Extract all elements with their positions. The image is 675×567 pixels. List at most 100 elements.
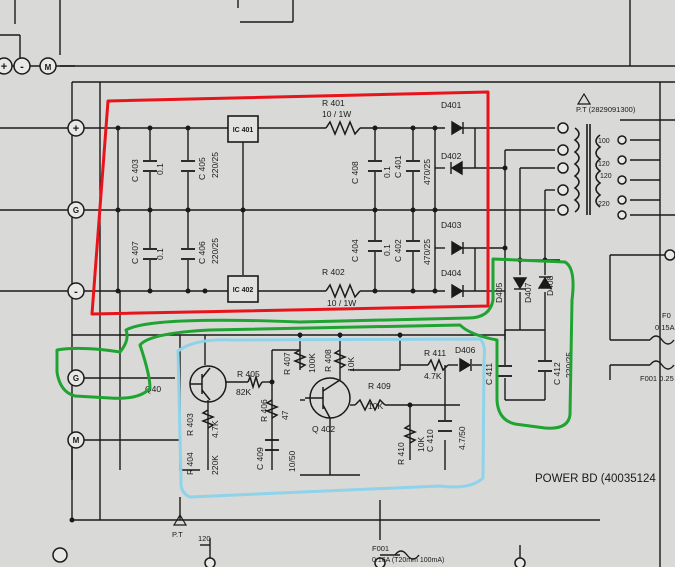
transformer-tap: 120 [600,173,612,180]
c410-label: C 410 [425,429,435,452]
c409-value: 10/50 [287,450,297,472]
c403-label: C 403 [130,159,140,182]
diode-d408 [512,277,528,290]
r401-label: R 401 [322,98,345,108]
terminal-transformer [617,195,627,205]
resistor-r403 [200,409,216,429]
terminal-label: + [73,123,79,135]
fuse-f001-label: F001 [372,544,389,553]
terminal-g [67,201,85,219]
component-labels: R 401 10 / 1W R 402 10 / 1W R 405 82K R … [130,98,675,564]
power-transformer [573,124,602,215]
c401-value: 470/25 [422,159,432,185]
terminal-g-low [67,369,85,387]
connector-terminals [0,57,675,567]
highlight-red-box [90,90,490,316]
terminal-transformer [557,144,569,156]
terminal-m-top [39,57,57,75]
terminal-label: M [45,63,52,72]
terminal-right-edge [664,249,675,261]
c412-label: C 412 [552,362,562,385]
terminal-bottom [374,557,386,567]
r405-label: R 405 [237,369,260,379]
r407-label: R 407 [282,352,292,375]
c408-label: C 408 [350,161,360,184]
c404-value: 0.1 [382,244,392,256]
board-label: POWER BD (40035124 [535,473,656,485]
terminal-minus-top [13,57,31,75]
c401-label: C 401 [393,155,403,178]
fuse-top [649,335,675,345]
d402-label: D402 [441,151,462,161]
r404-label: R 404 [185,452,195,475]
ic-401: IC 401 [227,115,259,143]
transformer-tap: 220 [598,201,610,208]
r401-value: 10 / 1W [322,109,351,119]
fuse-f001 [649,360,675,370]
terminal-transformer [617,175,627,185]
terminal-transformer [557,204,569,216]
transformer-tap: 100 [598,138,610,145]
capacitor-symbols [143,160,552,451]
c403-value: 0.1 [155,163,165,175]
c406-value: 220/25 [210,238,220,264]
r411-value: 4.7K [424,371,442,381]
resistor-r406 [264,399,280,419]
terminal-m-low [67,431,85,449]
r408-label: R 408 [323,349,333,372]
highlight-cyan-box [176,337,486,499]
diode-d404 [451,283,464,299]
diode-d401 [451,120,464,136]
d404-label: D404 [441,268,462,278]
resistor-r411 [427,357,449,373]
diode-d406 [459,357,472,373]
terminal-transformer [617,210,627,220]
fuse-symbols [394,335,675,560]
d408-label: D408 [545,275,555,296]
d406-label: D406 [455,345,476,355]
r404-value: 220K [210,455,220,475]
terminal-label: - [74,286,78,298]
r406-value: 47 [280,410,290,420]
highlight-annotations [55,90,575,499]
fuse-f001-rating: 0.16A (T20mm 100mA) [372,557,444,564]
r411-label: R 411 [424,348,446,358]
q401-label: Q40 [145,384,161,394]
transformer-label: P.T (2829091300) [576,105,636,114]
c410-value: 4.7/50 [457,426,467,450]
resistor-r408 [332,349,348,369]
transformer-tap: 120 [598,161,610,168]
terminal-symbols: + - M + G - G M [1,61,80,445]
terminal-transformer [557,122,569,134]
resistor-r410 [402,424,418,444]
r409-value: 10K [368,401,383,411]
highlight-green-outline [55,257,575,430]
transistor-q402 [305,377,351,419]
resistor-r401 [325,120,361,136]
terminal-bottom [52,547,68,563]
transformer-bottom-tap: 120 [198,534,211,543]
r405-value: 82K [236,387,251,397]
r406-label: R 406 [259,399,269,422]
resistor-r409 [354,398,386,412]
junction-dots [69,125,548,523]
ic-401-label: IC 401 [233,127,254,134]
c411-label: C 411 [484,363,494,385]
terminal-label: M [73,436,80,445]
c407-value: 0.1 [155,248,165,260]
terminal-bottom [514,557,526,567]
diode-d403 [451,240,464,256]
c405-value: 220/25 [210,152,220,178]
c409-label: C 409 [255,447,265,470]
r402-value: 10 / 1W [327,298,356,308]
r403-label: R 403 [185,413,195,436]
r410-value: 10K [416,437,426,452]
terminal-plus-top [0,57,13,75]
transformer-bottom-label: P.T [172,530,183,539]
c402-value: 470/25 [422,239,432,265]
diode-symbols [450,120,553,373]
r410-label: R 410 [396,442,406,465]
fuse-bottom [394,550,420,560]
q402-label: Q 402 [312,424,335,434]
